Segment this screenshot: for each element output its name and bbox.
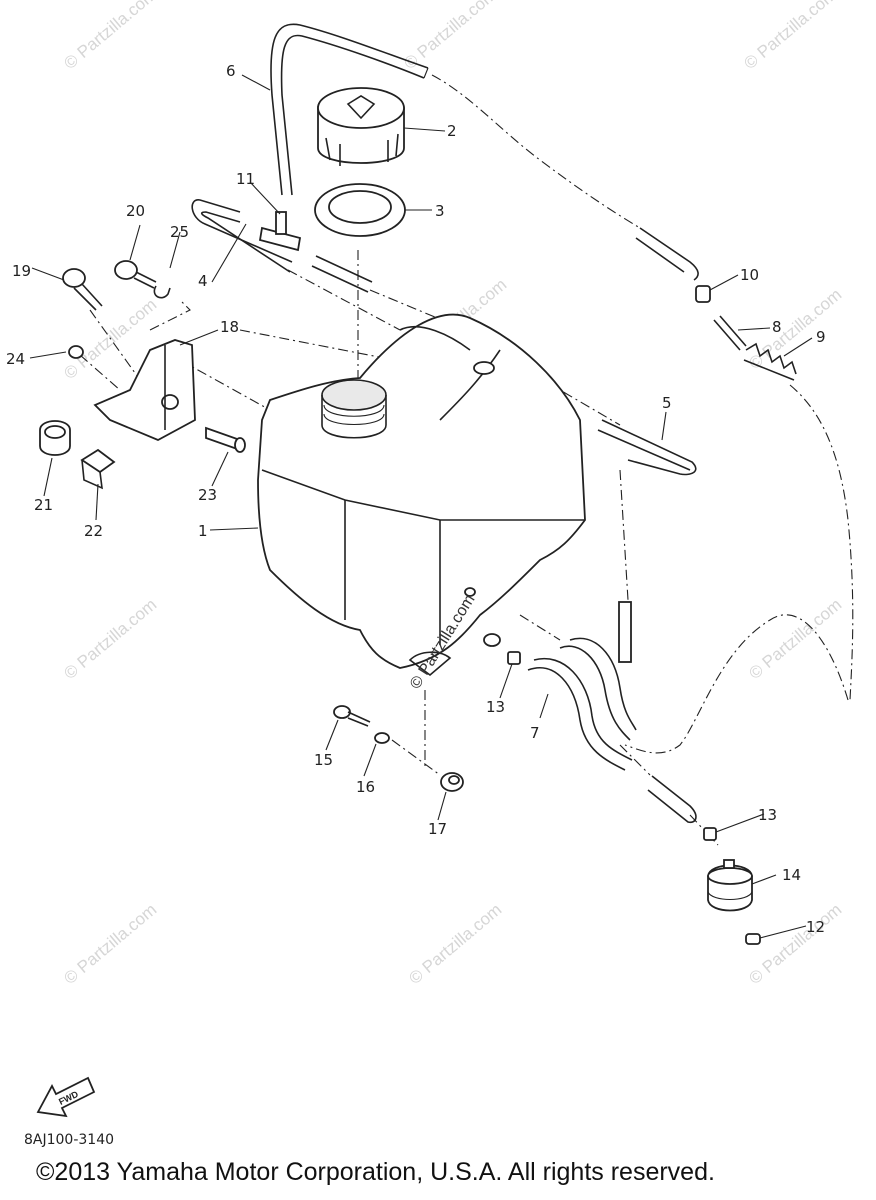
watermark: © Partzilla.com — [60, 595, 160, 683]
watermark: © Partzilla.com — [745, 595, 845, 683]
callout-10: 10 — [740, 266, 759, 284]
part-10-breather-fitting — [695, 285, 711, 303]
part-19-bolt — [62, 268, 103, 311]
part-23-bolt — [205, 426, 246, 453]
diagram-code: 8AJ100-3140 — [24, 1132, 115, 1148]
part-12-clip — [745, 933, 761, 945]
watermark: © Partzilla.com — [405, 900, 505, 988]
callout-21: 21 — [34, 496, 53, 514]
part-16-washer — [374, 732, 390, 744]
part-24-nut — [68, 345, 84, 359]
callout-14: 14 — [782, 866, 801, 884]
hose-segment — [311, 255, 373, 293]
part-21-damper — [39, 420, 71, 456]
callout-20: 20 — [126, 202, 145, 220]
fwd-arrow-icon: FWD — [36, 1076, 96, 1118]
copyright-notice: ©2013 Yamaha Motor Corporation, U.S.A. A… — [36, 1158, 715, 1186]
part-8-breather-hose — [635, 227, 747, 351]
callout-25: 25 — [170, 223, 189, 241]
callout-4: 4 — [198, 272, 208, 290]
callout-2: 2 — [447, 122, 457, 140]
callout-19: 19 — [12, 262, 31, 280]
part-17-grommet — [440, 772, 464, 792]
part-4-breather-hose — [191, 199, 293, 273]
part-15-bolt — [333, 705, 371, 727]
part-14-fuel-filter — [707, 859, 753, 912]
callout-23: 23 — [198, 486, 217, 504]
callout-8: 8 — [772, 318, 782, 336]
callout-6: 6 — [226, 62, 236, 80]
part-9-spring — [743, 342, 797, 381]
callout-3: 3 — [435, 202, 445, 220]
part-25-clip — [153, 285, 171, 299]
part-18-mounting-bracket — [93, 339, 196, 441]
part-3-cap-gasket — [314, 183, 406, 237]
callout-24: 24 — [6, 350, 25, 368]
watermark: © Partzilla.com — [60, 900, 160, 988]
callout-22: 22 — [84, 522, 103, 540]
callout-5: 5 — [662, 394, 672, 412]
part-1-fuel-tank — [257, 313, 586, 677]
watermark: © Partzilla.com — [60, 0, 160, 73]
hose-vertical — [618, 601, 632, 663]
callout-12: 12 — [806, 918, 825, 936]
watermark: © Partzilla.com — [740, 0, 840, 73]
callout-18: 18 — [220, 318, 239, 336]
watermark: © Partzilla.com — [745, 900, 845, 988]
part-5-overflow-hose — [597, 419, 697, 476]
callout-11: 11 — [236, 170, 255, 188]
callout-7: 7 — [530, 724, 540, 742]
assembly-lines — [79, 74, 854, 846]
part-13-hose-clamp — [507, 651, 717, 841]
callout-13: 13 — [486, 698, 505, 716]
callout-16: 16 — [356, 778, 375, 796]
part-22-collar — [80, 448, 116, 490]
callout-17: 17 — [428, 820, 447, 838]
part-11-t-joint — [258, 211, 302, 252]
part-2-fuel-cap — [317, 87, 405, 166]
part-20-bolt — [114, 260, 157, 289]
callout-labels: 1 2 3 4 5 6 7 8 9 10 11 12 13 13 14 15 1… — [6, 62, 826, 936]
part-7-fuel-hose — [527, 637, 697, 824]
callout-15: 15 — [314, 751, 333, 769]
callout-1: 1 — [198, 522, 208, 540]
callout-9: 9 — [816, 328, 826, 346]
callout-13b: 13 — [758, 806, 777, 824]
leader-lines — [29, 74, 813, 939]
watermark: © Partzilla.com — [400, 0, 500, 73]
part-6-vent-hose — [270, 23, 429, 196]
